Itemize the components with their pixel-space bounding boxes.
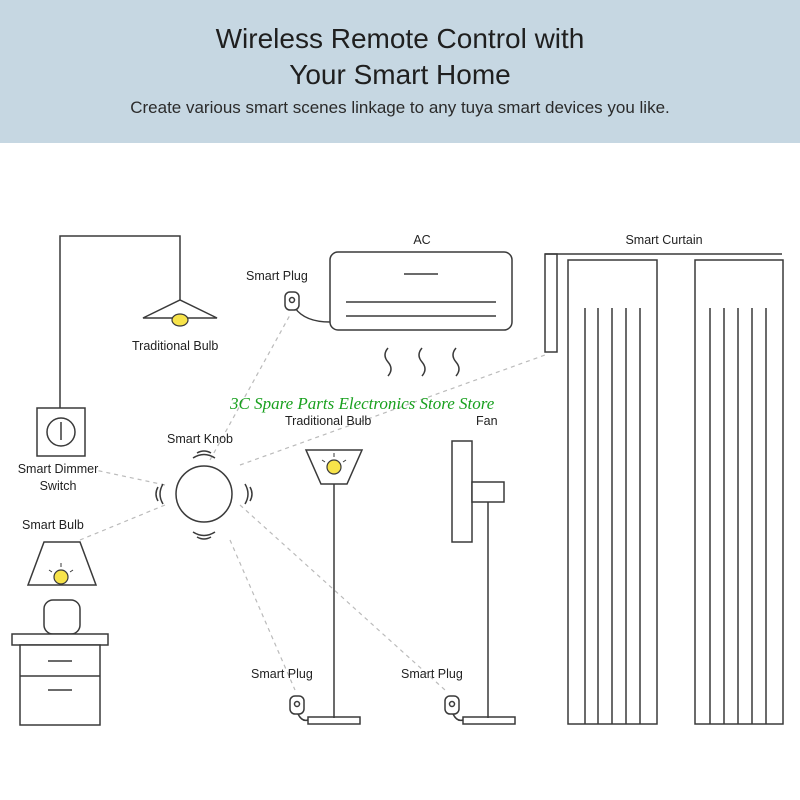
label-smart-dimmer-line1: Smart Dimmer <box>17 462 99 476</box>
page-title-line2: Your Smart Home <box>289 59 511 90</box>
link-knob-plug-lamp <box>229 539 296 691</box>
link-knob-plug-ac <box>209 314 291 461</box>
label-smart-dimmer-line2: Switch <box>39 479 77 493</box>
table-lamp-bulb <box>53 569 69 585</box>
label-traditional-bulb-pendant: Traditional Bulb <box>132 339 219 353</box>
plug-icon-ac <box>284 291 300 311</box>
dimmer-switch-dial <box>46 417 76 447</box>
label-fan: Fan <box>476 414 498 428</box>
curtain-motor <box>544 253 558 353</box>
ac-unit <box>329 251 513 331</box>
nightstand-top <box>11 633 109 646</box>
link-knob-bulb <box>79 504 166 541</box>
curtain-panel-right <box>694 259 784 725</box>
link-knob-plug-fan <box>239 504 446 691</box>
fan-base <box>462 716 516 725</box>
airflow-wave <box>384 347 392 377</box>
pendant-wire <box>59 235 181 408</box>
label-ac: AC <box>413 233 431 247</box>
page-subtitle: Create various smart scenes linkage to a… <box>130 98 670 117</box>
table-lamp-shade <box>26 541 98 586</box>
page-title-line1: Wireless Remote Control with <box>215 23 585 54</box>
label-smart-curtain: Smart Curtain <box>625 233 703 247</box>
store-watermark: 3C Spare Parts Electronics Store Store <box>230 394 495 413</box>
label-smart-knob: Smart Knob <box>167 432 234 446</box>
nightstand-body <box>19 644 101 726</box>
label-smart-bulb: Smart Bulb <box>22 518 84 532</box>
dimmer-switch-plate <box>36 407 86 457</box>
label-smart-plug-fan: Smart Plug <box>401 667 463 681</box>
plug-icon-fan <box>444 695 464 722</box>
connection-lines <box>79 314 546 691</box>
pendant-bulb <box>171 313 189 327</box>
link-knob-dimmer <box>94 469 166 486</box>
fan-head <box>451 440 473 543</box>
label-traditional-bulb-floor: Traditional Bulb <box>285 414 372 428</box>
smart-knob-body <box>175 465 233 523</box>
floor-lamp-base <box>307 716 361 725</box>
label-smart-plug-lamp: Smart Plug <box>251 667 313 681</box>
floor-lamp-bulb <box>326 459 342 475</box>
plug-icon-lamp <box>289 695 309 722</box>
link-knob-curtain <box>239 354 546 466</box>
label-smart-plug-ac: Smart Plug <box>246 269 308 283</box>
header-banner: Wireless Remote Control with Your Smart … <box>0 0 800 143</box>
